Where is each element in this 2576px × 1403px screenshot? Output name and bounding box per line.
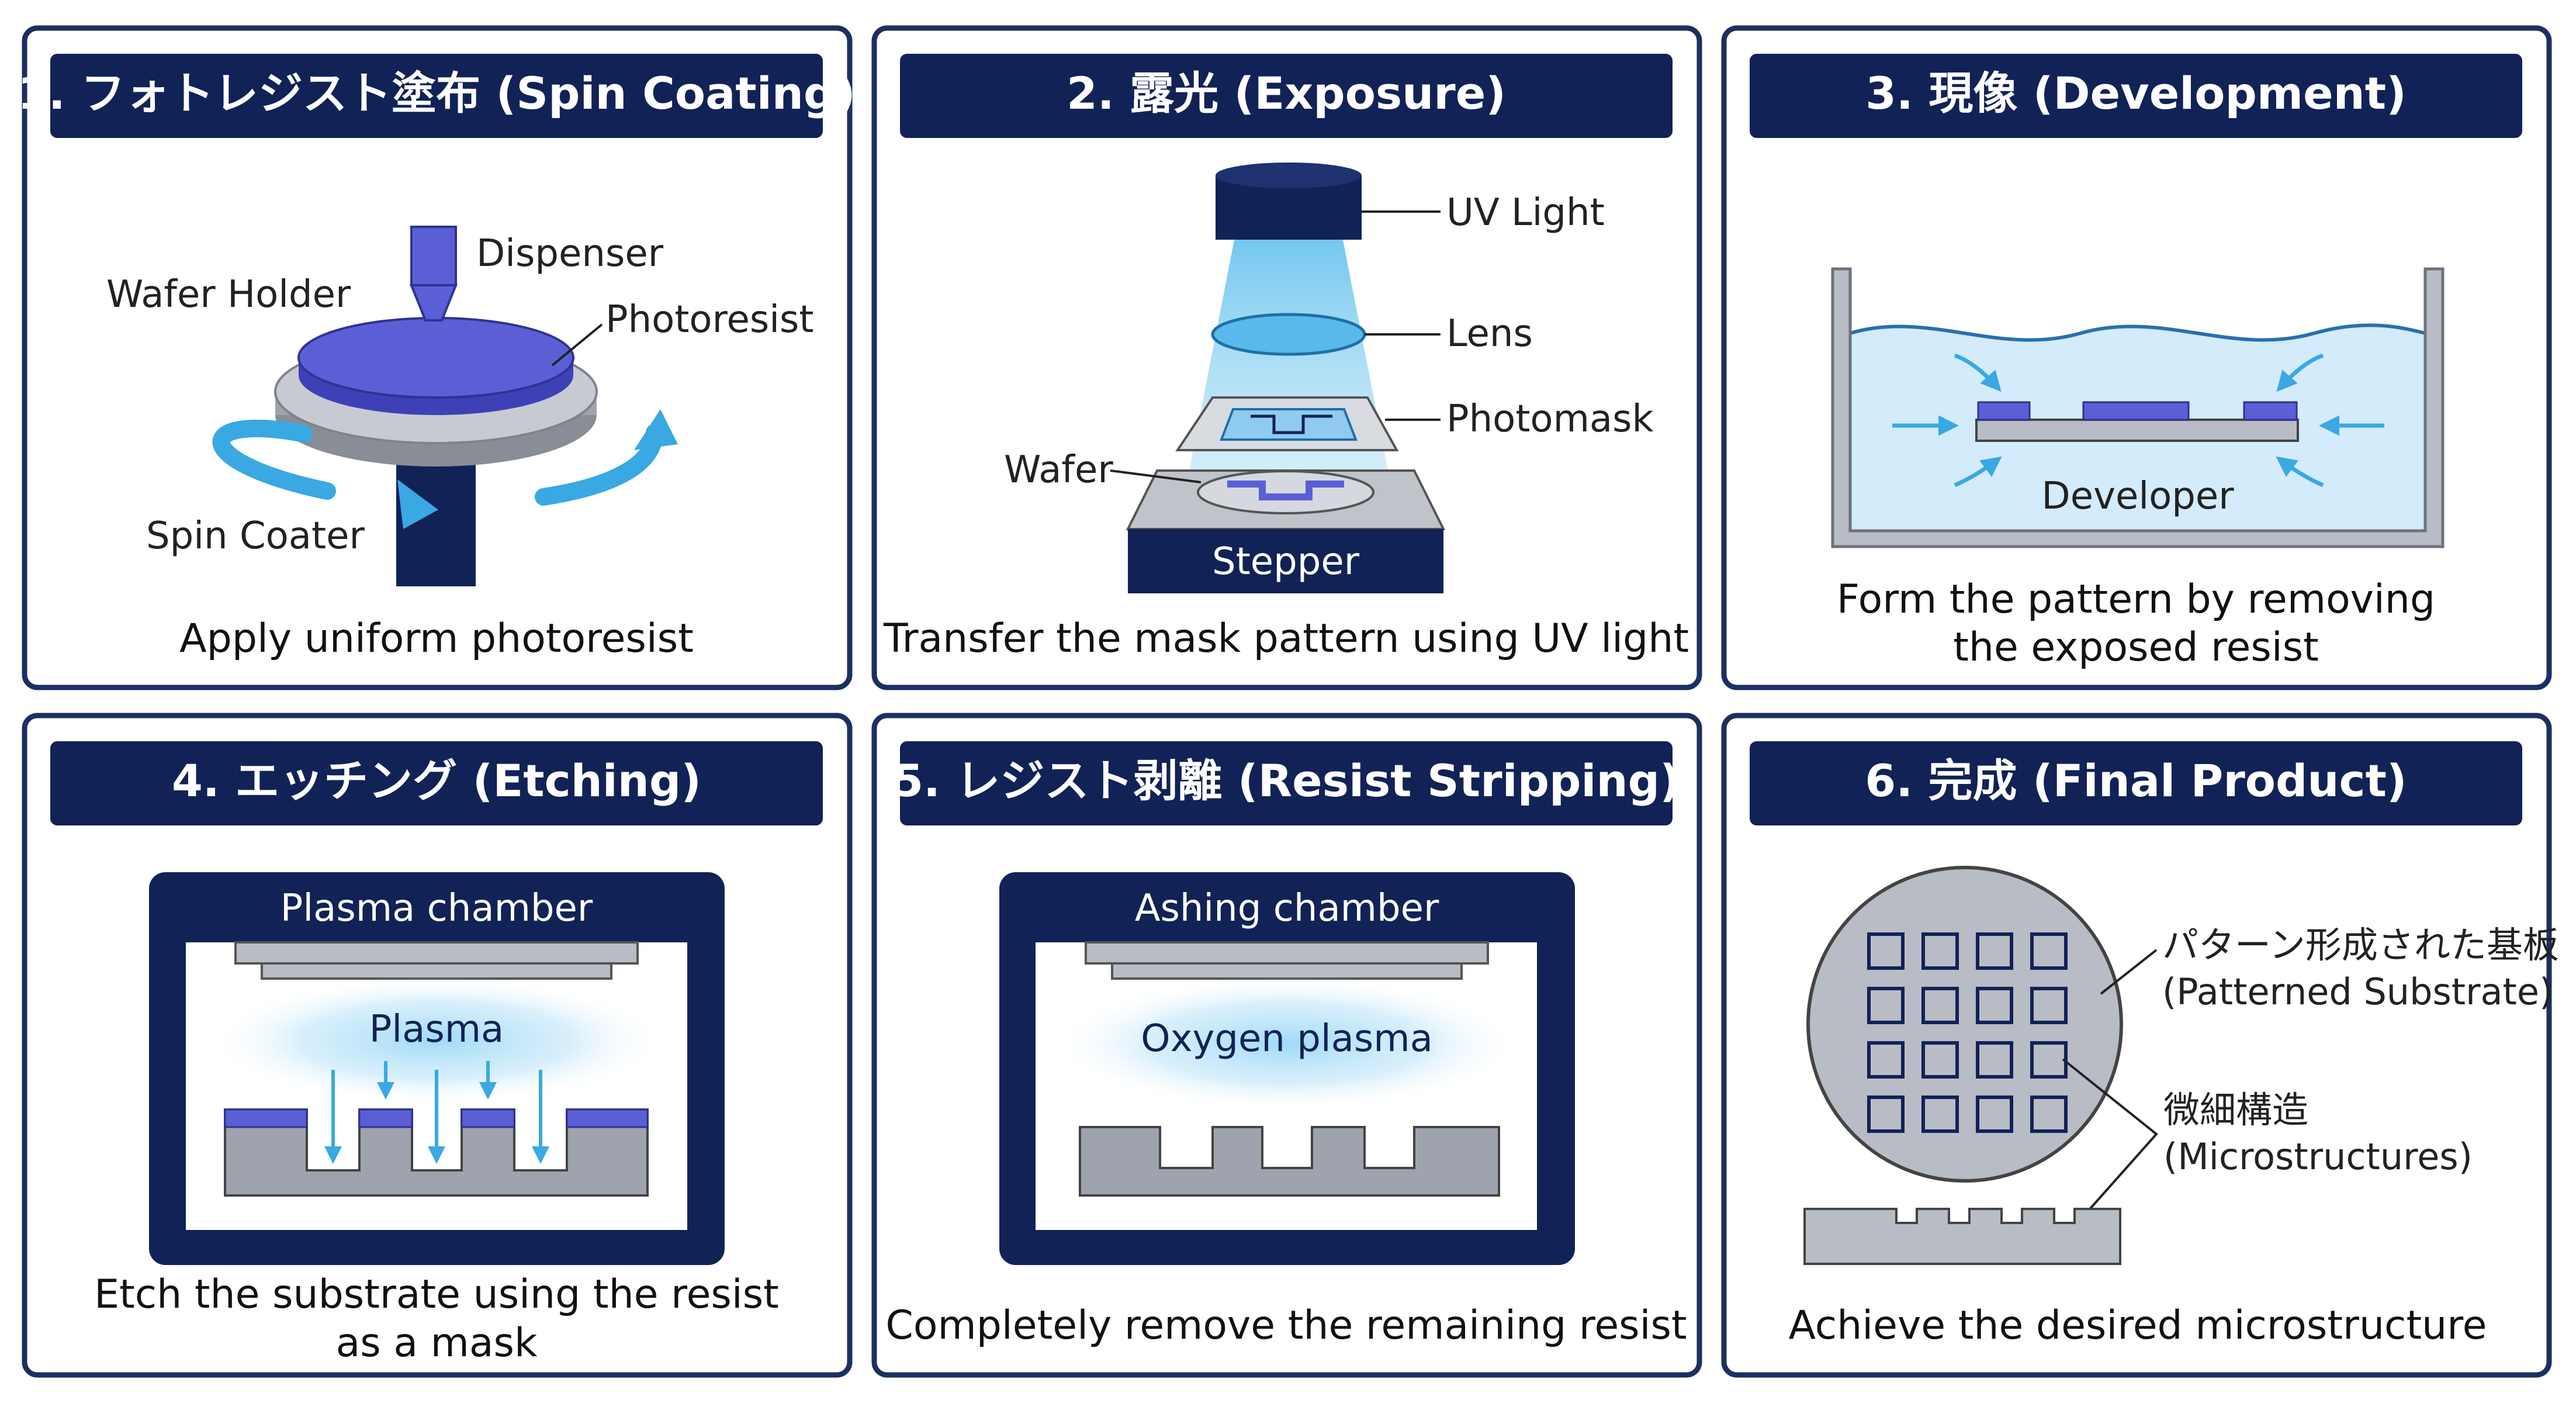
label-spin-coater: Spin Coater bbox=[146, 514, 365, 558]
panel-title-bar bbox=[1750, 54, 2522, 138]
electrode bbox=[1085, 941, 1489, 965]
panel-final-product: 6. 完成 (Final Product) パターン形成された基板 (Patte… bbox=[1721, 713, 2559, 1378]
microstructure-cell bbox=[1976, 1096, 2013, 1133]
microstructure-grid bbox=[1867, 932, 2068, 1133]
chamber-label: Ashing chamber bbox=[1135, 887, 1439, 930]
label-plasma: Plasma bbox=[369, 1008, 504, 1051]
uv-light-top bbox=[1216, 163, 1362, 188]
panel-title-bar bbox=[50, 741, 823, 825]
panel-title-bar bbox=[1750, 741, 2522, 825]
plasma-glow bbox=[1053, 976, 1521, 1111]
resist-mask bbox=[566, 1108, 649, 1128]
label-uv-light: UV Light bbox=[1446, 191, 1605, 234]
label-wafer-holder: Wafer Holder bbox=[106, 273, 351, 316]
microstructure-cell bbox=[1921, 1041, 1959, 1079]
panel-development: 3. 現像 (Development) Developer Form the p… bbox=[1721, 25, 2552, 690]
panel-title: 3. 現像 (Development) bbox=[1865, 67, 2407, 119]
cross-section bbox=[1803, 1208, 2121, 1265]
nozzle-icon bbox=[410, 226, 458, 322]
panel-caption: Transfer the mask pattern using UV light bbox=[883, 616, 1689, 662]
panel-title-bar bbox=[900, 741, 1673, 825]
label-oxygen-plasma: Oxygen plasma bbox=[1141, 1017, 1433, 1060]
panel-title: 2. 露光 (Exposure) bbox=[1067, 67, 1506, 119]
microstructure-cell bbox=[2030, 1096, 2068, 1133]
label-microstructures-jp: 微細構造 bbox=[2163, 1088, 2308, 1131]
label-microstructures-en: (Microstructures) bbox=[2163, 1135, 2473, 1178]
microstructure-cell bbox=[1976, 987, 2013, 1024]
mask-pattern bbox=[1220, 408, 1358, 441]
microstructure-cell bbox=[1921, 987, 1959, 1024]
stripped-substrate bbox=[1079, 1126, 1500, 1197]
label-developer: Developer bbox=[2041, 475, 2234, 518]
leader-line bbox=[2100, 949, 2158, 995]
flow-arrow-icon bbox=[1892, 353, 2384, 488]
microstructure-cell bbox=[2030, 987, 2068, 1024]
stepper-body bbox=[1128, 529, 1443, 593]
exposed-pattern bbox=[1227, 481, 1344, 500]
rotation-arrowhead bbox=[634, 409, 678, 450]
panel-title: 5. レジスト剥離 (Resist Stripping) bbox=[892, 755, 1680, 807]
label-stepper: Stepper bbox=[1212, 540, 1360, 583]
microstructure-cell bbox=[1867, 932, 1905, 970]
panel-etching: 4. エッチング (Etching) Plasma chamber Plasma… bbox=[22, 713, 853, 1378]
label-dispenser: Dispenser bbox=[476, 232, 664, 275]
microstructure-cell bbox=[1976, 1041, 2013, 1079]
label-photoresist: Photoresist bbox=[605, 298, 813, 341]
panel-caption-line-1: Form the pattern by removing bbox=[1837, 576, 2435, 623]
panel-spin-coating: 1. フォトレジスト塗布 (Spin Coating) Dispenser Wa… bbox=[18, 25, 856, 690]
panel-title-bar bbox=[900, 54, 1673, 138]
microstructure-cell bbox=[1867, 1096, 1905, 1133]
panel-caption-line-1: Etch the substrate using the resist bbox=[94, 1271, 779, 1318]
resist-block bbox=[2082, 401, 2190, 421]
developer-tank bbox=[1831, 267, 2445, 548]
panel-title: 1. フォトレジスト塗布 (Spin Coating) bbox=[18, 67, 856, 119]
wafer-on-stage bbox=[1197, 470, 1374, 514]
patterned-wafer bbox=[1806, 866, 2123, 1183]
leader-line bbox=[551, 323, 603, 367]
rotation-arrowhead bbox=[397, 479, 438, 529]
microstructure-cell bbox=[1921, 1096, 1959, 1133]
label-photomask: Photomask bbox=[1446, 398, 1654, 441]
panel-resist-stripping: 5. レジスト剥離 (Resist Stripping) Ashing cham… bbox=[871, 713, 1702, 1378]
panel-exposure: 2. 露光 (Exposure) UV Light Lens Photomask… bbox=[871, 25, 1702, 690]
resist-block bbox=[1977, 401, 2031, 421]
label-wafer: Wafer bbox=[1004, 448, 1113, 492]
lens bbox=[1211, 313, 1366, 356]
panel-caption: Completely remove the remaining resist bbox=[885, 1302, 1687, 1349]
panel-caption-line-2: the exposed resist bbox=[1953, 624, 2319, 671]
leader-line bbox=[1110, 469, 1202, 483]
panel-title: 4. エッチング (Etching) bbox=[172, 755, 701, 807]
microstructure-cell bbox=[2030, 932, 2068, 970]
panel-caption: Achieve the desired microstructure bbox=[1788, 1302, 2487, 1349]
panel-title: 6. 完成 (Final Product) bbox=[1865, 755, 2407, 807]
resist-mask bbox=[224, 1108, 308, 1128]
electrode bbox=[234, 941, 639, 965]
liquid-surface bbox=[1850, 323, 2426, 342]
plasma-glow bbox=[209, 976, 664, 1105]
resist-mask bbox=[358, 1108, 413, 1128]
label-patterned-substrate-en: (Patterned Substrate) bbox=[2162, 970, 2553, 1013]
label-patterned-substrate-jp: パターン形成された基板 bbox=[2162, 924, 2559, 966]
label-lens: Lens bbox=[1446, 312, 1533, 355]
mask-pattern-lines bbox=[1251, 414, 1332, 434]
resist-mask bbox=[461, 1108, 515, 1128]
substrate bbox=[1975, 419, 2299, 442]
microstructure-cell bbox=[1867, 987, 1905, 1024]
microstructure-cell bbox=[1867, 1041, 1905, 1079]
chamber-label: Plasma chamber bbox=[281, 887, 593, 930]
panel-title-bar bbox=[50, 54, 823, 138]
panel-caption-line-2: as a mask bbox=[336, 1320, 538, 1366]
resist-block bbox=[2243, 401, 2298, 421]
microstructure-cell bbox=[1921, 932, 1959, 970]
photoresist-layer bbox=[297, 317, 574, 399]
down-arrow-icon bbox=[324, 1061, 549, 1164]
microstructure-cell bbox=[1976, 932, 2013, 970]
panel-caption: Apply uniform photoresist bbox=[179, 616, 694, 662]
electrode-lower bbox=[1111, 962, 1463, 980]
microstructure-cell bbox=[2030, 1041, 2068, 1079]
leader-line bbox=[2062, 1058, 2158, 1214]
